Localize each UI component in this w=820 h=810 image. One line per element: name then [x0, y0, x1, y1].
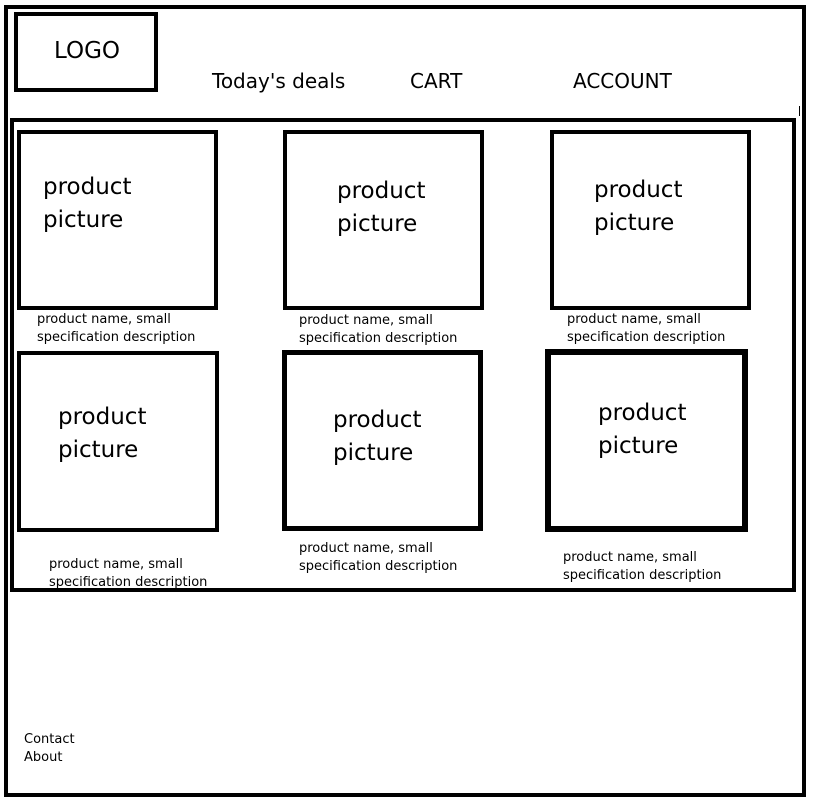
product-picture[interactable]	[283, 130, 484, 310]
product-description-line1: product name, small	[563, 550, 697, 565]
product-description-line1: product name, small	[37, 312, 171, 327]
product-description-line1: product name, small	[567, 312, 701, 327]
product-description-line2: specification description	[299, 559, 458, 574]
product-description-line2: specification description	[563, 568, 722, 583]
product-picture[interactable]	[550, 130, 751, 310]
logo[interactable]: LOGO	[14, 12, 158, 92]
product-picture-label: product picture	[598, 400, 687, 459]
product-picture-label: product picture	[58, 404, 147, 463]
product-description-line1: product name, small	[49, 557, 183, 572]
product-picture[interactable]	[545, 349, 748, 532]
footer-about-link[interactable]: About	[24, 750, 63, 765]
product-picture[interactable]	[17, 130, 218, 310]
divider-mark	[799, 106, 800, 116]
product-picture[interactable]	[17, 351, 219, 532]
product-picture-label: product picture	[333, 407, 422, 466]
nav-account[interactable]: ACCOUNT	[573, 69, 672, 93]
product-description-line1: product name, small	[299, 541, 433, 556]
footer-contact-link[interactable]: Contact	[24, 732, 75, 747]
logo-text: LOGO	[54, 38, 121, 64]
product-picture-label: product picture	[594, 177, 683, 236]
product-picture-label: product picture	[43, 174, 132, 233]
product-description-line2: specification description	[567, 330, 726, 345]
product-grid	[10, 118, 796, 592]
nav-cart[interactable]: CART	[410, 69, 463, 93]
product-description-line2: specification description	[49, 575, 208, 590]
product-description-line2: specification description	[37, 330, 196, 345]
product-picture[interactable]	[282, 350, 483, 531]
page-frame	[4, 5, 806, 797]
product-description-line2: specification description	[299, 331, 458, 346]
nav-todays-deals[interactable]: Today's deals	[212, 69, 346, 93]
product-description-line1: product name, small	[299, 313, 433, 328]
product-picture-label: product picture	[337, 178, 426, 237]
